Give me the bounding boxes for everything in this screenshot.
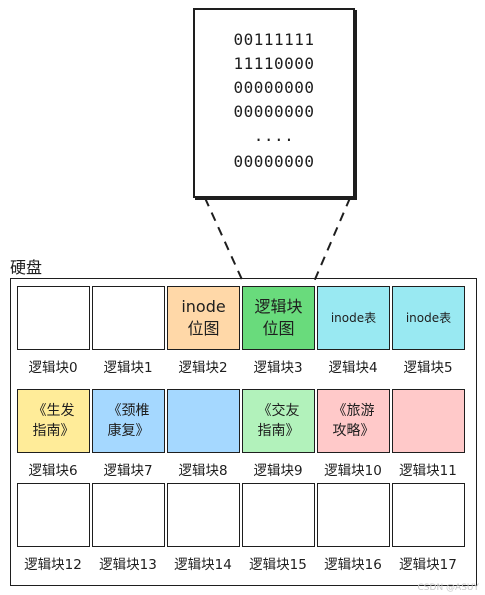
logical-block-caption: 逻辑块10 — [324, 463, 382, 479]
logical-block-1 — [92, 286, 165, 350]
logical-block-5: inode表 — [392, 286, 465, 350]
logical-block-caption: 逻辑块9 — [253, 463, 303, 479]
logical-block-16 — [317, 483, 390, 547]
logical-block-caption: 逻辑块7 — [103, 463, 153, 479]
bitmap-ellipsis: .... — [253, 126, 295, 145]
logical-block-caption: 逻辑块13 — [99, 557, 157, 573]
logical-block-15 — [242, 483, 315, 547]
logical-block-2: inode 位图 — [167, 286, 240, 350]
logical-block-caption: 逻辑块17 — [399, 557, 457, 573]
logical-block-caption: 逻辑块2 — [178, 360, 228, 376]
logical-block-caption: 逻辑块16 — [324, 557, 382, 573]
logical-block-caption: 逻辑块6 — [28, 463, 78, 479]
logical-block-caption: 逻辑块1 — [103, 360, 153, 376]
logical-block-caption: 逻辑块15 — [249, 557, 307, 573]
bitmap-line: 00000000 — [233, 78, 315, 97]
logical-block-7: 《颈椎 康复》 — [92, 389, 165, 453]
logical-block-caption: 逻辑块3 — [253, 360, 303, 376]
logical-block-4: inode表 — [317, 286, 390, 350]
logical-block-caption: 逻辑块11 — [399, 463, 457, 479]
logical-block-caption: 逻辑块5 — [403, 360, 453, 376]
logical-block-13 — [92, 483, 165, 547]
watermark: CSDN @ASUY — [417, 583, 479, 593]
logical-block-caption: 逻辑块0 — [28, 360, 78, 376]
connector-right — [312, 197, 351, 285]
logical-block-3: 逻辑块 位图 — [242, 286, 315, 350]
logical-block-caption: 逻辑块12 — [24, 557, 82, 573]
disk-label: 硬盘 — [10, 258, 43, 277]
bitmap-line: 00111111 — [233, 30, 315, 49]
bitmap-line: 11110000 — [233, 54, 315, 73]
logical-block-12 — [17, 483, 90, 547]
connector-left — [204, 197, 245, 285]
logical-block-8 — [167, 389, 240, 453]
logical-block-14 — [167, 483, 240, 547]
logical-block-11 — [392, 389, 465, 453]
disk-frame — [10, 278, 477, 586]
bitmap-zoom-box: 00111111 11110000 00000000 00000000 ....… — [193, 8, 355, 198]
logical-block-17 — [392, 483, 465, 547]
bitmap-line: 00000000 — [233, 152, 315, 171]
bitmap-line: 00000000 — [233, 102, 315, 121]
logical-block-9: 《交友 指南》 — [242, 389, 315, 453]
logical-block-caption: 逻辑块14 — [174, 557, 232, 573]
logical-block-caption: 逻辑块4 — [328, 360, 378, 376]
logical-block-6: 《生发 指南》 — [17, 389, 90, 453]
logical-block-caption: 逻辑块8 — [178, 463, 228, 479]
logical-block-0 — [17, 286, 90, 350]
logical-block-10: 《旅游 攻略》 — [317, 389, 390, 453]
